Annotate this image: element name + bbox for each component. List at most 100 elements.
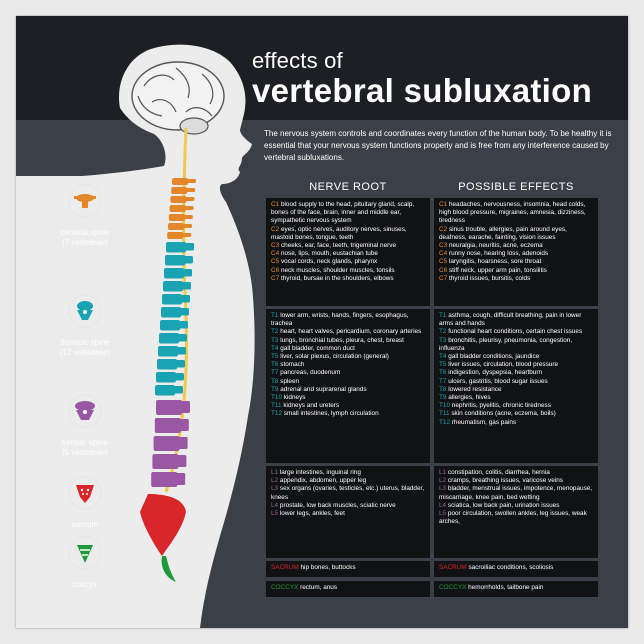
vertebra-code: L4: [271, 501, 279, 509]
cervical-effects-item: C3 neuralgia, neuritis, acne, eczema: [439, 242, 593, 250]
vertebra-code: COCCYX: [271, 584, 299, 591]
vertebra-description: asthma, cough, difficult breathing, pain…: [439, 312, 582, 328]
vertebra-code: T5: [271, 353, 279, 361]
thoracic-vertebra: [159, 333, 187, 344]
lumbar-vertebra: [156, 400, 190, 415]
thoracic-vertebra: [160, 320, 188, 331]
lumbar-vertebra: [153, 436, 188, 451]
vertebra-code: L2: [439, 477, 447, 485]
lumbar-vertebra-icon: [68, 394, 102, 428]
thoracic-effects-item: T11 skin conditions (acne, eczema, boils…: [439, 410, 593, 418]
vertebra-description: headaches, nervousness, insomnia, head c…: [439, 201, 586, 225]
thoracic-label: thoracic spine(12 vertebrae): [59, 338, 111, 357]
vertebra-description: rectum, anus: [298, 584, 338, 591]
intro-text: The nervous system controls and coordina…: [264, 129, 612, 162]
vertebra-description: pancreas, duodenum: [278, 369, 341, 377]
vertebra-code: C2: [271, 225, 280, 233]
vertebra-code: T2: [271, 328, 279, 336]
thoracic-root-item: T2 heart, heart valves, pericardium, cor…: [271, 328, 425, 336]
cervical-root-item: C6 neck muscles, shoulder muscles, tonsi…: [271, 267, 425, 275]
thoracic-effects-item: T7 ulcers, gastritis, blood sugar issues: [439, 378, 593, 386]
cervical-root-item: C1 blood supply to the head, pituitary g…: [271, 201, 425, 226]
vertebra-code: T2: [439, 328, 447, 336]
vertebra-description: skin conditions (acne, eczema, boils): [449, 410, 556, 418]
vertebra-description: adrenal and suprarenal glands: [278, 385, 367, 393]
vertebra-code: T7: [271, 369, 279, 377]
vertebra-code: T10: [271, 394, 283, 402]
thoracic-vertebra: [166, 242, 194, 253]
thoracic-root-item: T9 adrenal and suprarenal glands: [271, 386, 425, 394]
title-line-1: effects of: [252, 48, 343, 73]
vertebra-description: heart, heart valves, pericardium, corona…: [278, 328, 422, 336]
vertebra-code: T1: [439, 312, 447, 319]
sacrum-root-item: SACRUM hip bones, buttocks: [271, 564, 425, 572]
cervical-root-panel: C1 blood supply to the head, pituitary g…: [266, 198, 430, 306]
vertebra-code: T8: [439, 385, 447, 393]
vertebra-description: stomach: [278, 361, 305, 369]
thoracic-root-item: T12 small intestines, lymph circulation: [271, 410, 425, 418]
cervical-effects-item: C2 sinus trouble, allergies, pain around…: [439, 226, 593, 242]
vertebra-code: T8: [271, 377, 279, 385]
vertebra-description: lower legs, ankles, feet: [278, 510, 345, 518]
cervical-effects-item: C1 headaches, nervousness, insomnia, hea…: [439, 201, 593, 226]
thoracic-root-item: T11 kidneys and ureters: [271, 402, 425, 410]
vertebra-code: T6: [439, 369, 447, 377]
cervical-effects-item: C7 thyroid issues, bursitis, colds: [439, 275, 593, 283]
vertebra-description: gall bladder, common duct: [278, 344, 355, 352]
vertebra-description: liver issues, circulation, blood pressur…: [446, 361, 558, 369]
lumbar-vertebra: [151, 472, 186, 487]
poster: effects of vertebral subluxation The ner…: [16, 16, 628, 628]
vertebra-description: thyroid, bursae in the shoulders, elbows: [279, 274, 394, 282]
vertebra-description: sex organs (ovaries, testicles, etc.) ut…: [271, 485, 425, 501]
vertebra-description: eyes, optic nerves, auditory nerves, sin…: [271, 225, 407, 241]
lumbar-effects-item: L1 constipation, colitis, diarrhea, hern…: [439, 469, 593, 477]
cervical-root-item: C4 nose, lips, mouth, eustachian tube: [271, 250, 425, 258]
vertebra-code: C6: [439, 266, 448, 274]
sacrum-bone: [140, 494, 186, 556]
vertebra-description: neck muscles, shoulder muscles, tonsils: [279, 266, 395, 274]
coccyx-effects-item: COCCYX hemorrholds, tailbone pain: [439, 584, 593, 592]
vertebra-code: C2: [439, 225, 448, 233]
vertebra-description: kidneys and ureters: [281, 402, 340, 410]
lumbar-root-item: L1 large intestines, inguinal ring: [271, 469, 425, 477]
thoracic-vertebra: [157, 359, 185, 370]
cervical-root-item: C5 vocal cords, neck glands, pharynx: [271, 258, 425, 266]
vertebra-description: large intestines, inguinal ring: [278, 469, 361, 476]
lumbar-effects-item: L2 cramps, breathing issues, varicose ve…: [439, 477, 593, 485]
thoracic-root-item: T4 gall bladder, common duct: [271, 345, 425, 353]
lumbar-root-item: L4 prostate, low back muscles, sciatic n…: [271, 502, 425, 510]
vertebra-code: C1: [439, 201, 448, 208]
thoracic-effects-item: T12 rheumatism, gas pains: [439, 419, 593, 427]
vertebra-code: T3: [271, 336, 279, 344]
vertebra-description: cramps, breathing issues, varicose veins: [446, 477, 563, 485]
vertebra-description: lungs, bronchial tubes, pleura, chest, b…: [278, 336, 404, 344]
lumbar-effects-panel: L1 constipation, colitis, diarrhea, hern…: [434, 466, 598, 558]
vertebra-code: C3: [439, 242, 448, 250]
lumbar-root-item: L5 lower legs, ankles, feet: [271, 510, 425, 518]
title-band: [16, 16, 628, 120]
thoracic-effects-item: T1 asthma, cough, difficult breathing, p…: [439, 312, 593, 328]
vertebra-description: nose, lips, mouth, eustachian tube: [279, 250, 378, 258]
vertebra-code: T7: [439, 377, 447, 385]
thoracic-effects-item: T10 nephritis, pyelitis, chronic tiredne…: [439, 402, 593, 410]
vertebra-description: blood supply to the head, pituitary glan…: [271, 201, 415, 225]
vertebra-description: nephritis, pyelitis, chronic tiredness: [450, 402, 551, 410]
vertebra-description: thyroid issues, bursitis, colds: [447, 274, 531, 282]
cervical-effects-panel: C1 headaches, nervousness, insomnia, hea…: [434, 198, 598, 306]
lumbar-effects-item: L4 sciatica, low back pain, urination is…: [439, 502, 593, 510]
vertebra-code: L3: [439, 485, 447, 493]
thoracic-root-item: T7 pancreas, duodenum: [271, 369, 425, 377]
cervical-vertebra: [171, 187, 196, 194]
thoracic-vertebra: [165, 255, 193, 266]
cervical-vertebra: [167, 232, 192, 239]
vertebra-code: L5: [271, 510, 279, 518]
cervical-vertebra-icon: [68, 184, 102, 218]
vertebra-code: L5: [439, 510, 447, 518]
vertebra-description: appendix, abdomen, upper leg: [278, 477, 367, 485]
sacrum-label: sacrum: [71, 520, 99, 529]
vertebra-code: T9: [439, 394, 447, 402]
vertebra-code: C5: [439, 258, 448, 266]
lumbar-root-item: L2 appendix, abdomen, upper leg: [271, 477, 425, 485]
thoracic-vertebra: [158, 346, 186, 357]
thoracic-effects-item: T9 allergies, hives: [439, 394, 593, 402]
